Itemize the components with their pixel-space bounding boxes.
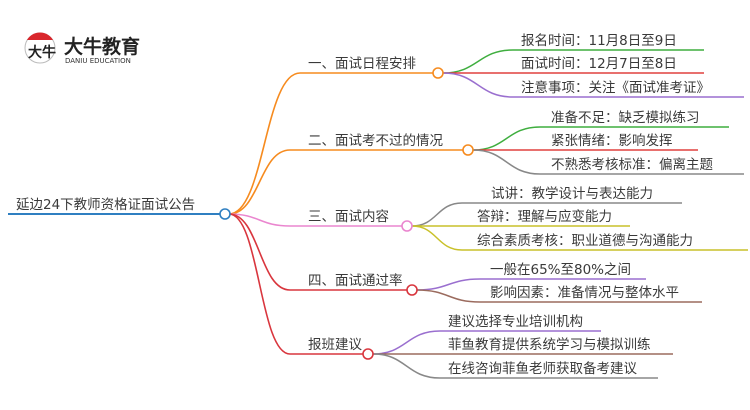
logo-mark-top xyxy=(27,32,53,40)
child-label[interactable]: 综合素质考核：职业道德与沟通能力 xyxy=(477,233,693,249)
logo-name: 大牛教育 xyxy=(64,35,140,58)
branch-label[interactable]: 四、面试通过率 xyxy=(308,272,403,289)
child-label[interactable]: 报名时间：11月8日至9日 xyxy=(521,33,677,49)
branch-label[interactable]: 报班建议 xyxy=(308,337,362,353)
branch-connector xyxy=(228,213,291,355)
branch-connector xyxy=(228,213,291,227)
child-connector xyxy=(442,49,514,74)
branch-connector xyxy=(228,149,291,215)
child-label[interactable]: 影响因素：准备情况与整体水平 xyxy=(490,284,679,301)
child-connector xyxy=(416,289,481,303)
logo-subtitle: DANIU EDUCATION xyxy=(65,57,131,65)
child-label[interactable]: 不熟悉考核标准：偏离主题 xyxy=(551,156,713,173)
child-label[interactable]: 面试时间：12月7日至8日 xyxy=(521,56,677,72)
child-label[interactable]: 答辩：理解与应变能力 xyxy=(477,208,612,225)
root-collapse-toggle[interactable] xyxy=(219,208,231,220)
child-connector xyxy=(372,330,441,355)
branch-label[interactable]: 三、面试内容 xyxy=(308,208,389,225)
branch-connector xyxy=(228,72,301,215)
branch-collapse-toggle[interactable] xyxy=(362,348,374,360)
logo-mark-text: 大牛 xyxy=(28,44,56,61)
branch-collapse-toggle[interactable] xyxy=(462,144,474,156)
branch-collapse-toggle[interactable] xyxy=(401,220,413,232)
child-label[interactable]: 试讲：教学设计与表达能力 xyxy=(491,186,653,202)
branch-collapse-toggle[interactable] xyxy=(432,67,444,79)
child-connector xyxy=(442,72,514,98)
branch-label[interactable]: 一、面试日程安排 xyxy=(308,56,416,72)
child-connector xyxy=(411,225,463,251)
child-label[interactable]: 菲鱼教育提供系统学习与模拟训练 xyxy=(448,336,651,353)
child-connector xyxy=(411,202,463,227)
root-label[interactable]: 延边24下教师资格证面试公告 xyxy=(16,197,195,213)
branch-collapse-toggle[interactable] xyxy=(406,284,418,296)
logo: 大牛 大牛教育 DANIU EDUCATION xyxy=(24,32,140,65)
child-label[interactable]: 准备不足：缺乏模拟练习 xyxy=(551,109,700,126)
child-connector xyxy=(372,353,441,379)
branch-label[interactable]: 二、面试考不过的情况 xyxy=(308,133,443,149)
child-label[interactable]: 一般在65%至80%之间 xyxy=(490,262,631,278)
child-connector xyxy=(472,149,541,175)
child-label[interactable]: 紧张情绪：影响发挥 xyxy=(551,133,673,149)
child-connector xyxy=(416,278,481,291)
branch-connector xyxy=(228,213,291,291)
child-connector xyxy=(472,126,541,151)
child-label[interactable]: 注意事项：关注《面试准考证》 xyxy=(521,79,710,96)
child-label[interactable]: 建议选择专业培训机构 xyxy=(448,314,583,330)
child-label[interactable]: 在线咨询菲鱼老师获取备考建议 xyxy=(448,360,637,377)
